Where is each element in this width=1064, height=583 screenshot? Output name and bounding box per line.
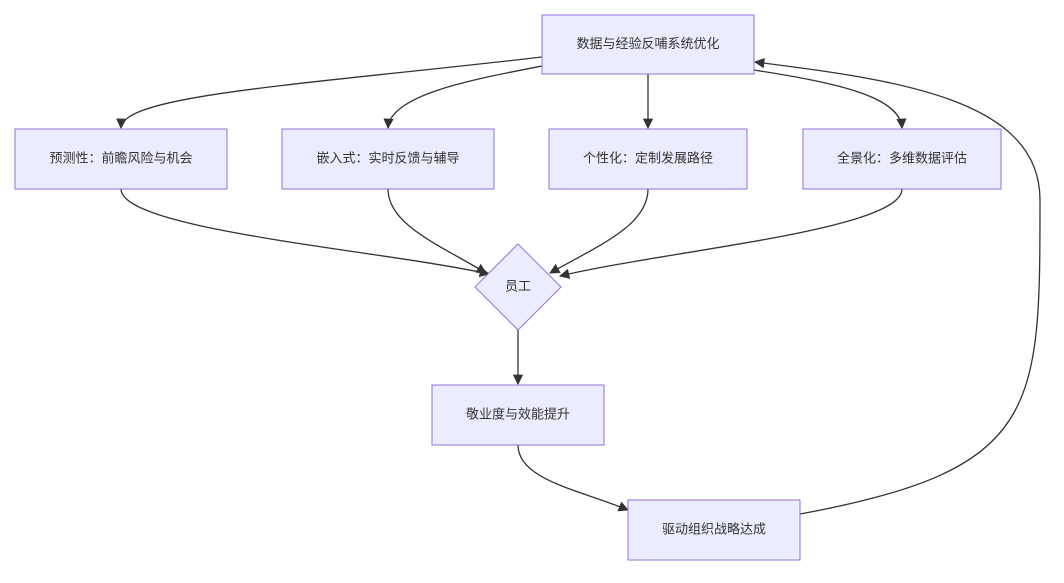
edge-feedback-to-embedded [383, 65, 543, 130]
node-feedback-label: 数据与经验反哺系统优化 [576, 36, 719, 52]
edge-predictive-to-employee [120, 188, 491, 278]
edge-personalized-to-employee [549, 188, 649, 274]
edge-feedback-to-predictive [116, 56, 543, 130]
edge-embedded-to-employee [387, 188, 487, 274]
node-strategy-label: 驱动组织战略达成 [662, 522, 766, 538]
node-employee[interactable]: 员工 [474, 243, 562, 331]
edge-engagement-to-strategy [517, 444, 629, 512]
node-predictive-label: 预测性：前瞻风险与机会 [49, 151, 192, 167]
node-panoramic[interactable]: 全景化：多维数据评估 [802, 128, 1002, 190]
edge-strategy-to-feedback [753, 57, 1041, 515]
edge-feedback-to-panoramic [753, 69, 907, 130]
node-embedded-label: 嵌入式：实时反馈与辅导 [316, 152, 459, 167]
node-engagement[interactable]: 敬业度与效能提升 [431, 384, 605, 446]
node-employee-label: 员工 [505, 280, 531, 295]
node-engagement-label: 敬业度与效能提升 [466, 407, 570, 423]
node-personalized[interactable]: 个性化：定制发展路径 [548, 128, 748, 190]
node-panoramic-label: 全景化：多维数据评估 [837, 151, 967, 167]
node-personalized-label: 个性化：定制发展路径 [583, 151, 713, 167]
node-embedded[interactable]: 嵌入式：实时反馈与辅导 [281, 128, 495, 190]
node-predictive[interactable]: 预测性：前瞻风险与机会 [14, 128, 228, 190]
edges [116, 56, 1041, 515]
edge-panoramic-to-employee [558, 188, 903, 279]
node-feedback[interactable]: 数据与经验反哺系统优化 [541, 14, 755, 75]
node-strategy[interactable]: 驱动组织战略达成 [627, 499, 801, 561]
